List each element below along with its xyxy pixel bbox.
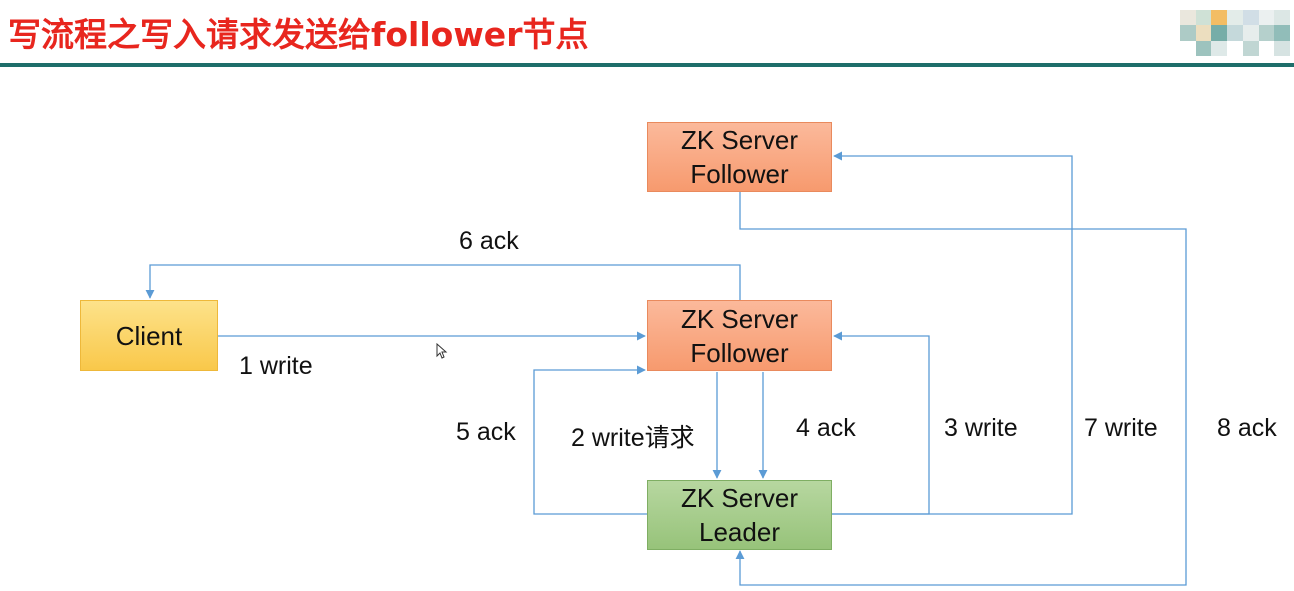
logo-mosaic-icon [1180,10,1290,56]
zk-server-follower-top: ZK Server Follower [647,122,832,192]
zk-server-follower-middle: ZK Server Follower [647,300,832,371]
edge-label-4-ack: 4 ack [796,414,856,442]
edge-6-ack [145,264,741,300]
edge-label-8-ack: 8 ack [1217,414,1277,442]
edge-label-7-write: 7 write [1084,414,1158,442]
edge-label-5-ack: 5 ack [456,418,516,446]
zk-server-leader: ZK Server Leader [647,480,832,550]
edge-label-1-write: 1 write [239,352,313,380]
edge-label-2-write-request: 2 write请求 [571,424,695,452]
edge-label-6-ack: 6 ack [459,227,519,255]
client-node: Client [80,300,218,371]
edge-7-write [832,151,1073,515]
mouse-cursor-icon [436,343,448,359]
title-divider [0,63,1294,67]
edge-8-ack [735,192,1187,586]
edge-5-ack [533,365,647,515]
page-title: 写流程之写入请求发送给follower节点 [8,15,589,54]
edge-label-3-write: 3 write [944,414,1018,442]
